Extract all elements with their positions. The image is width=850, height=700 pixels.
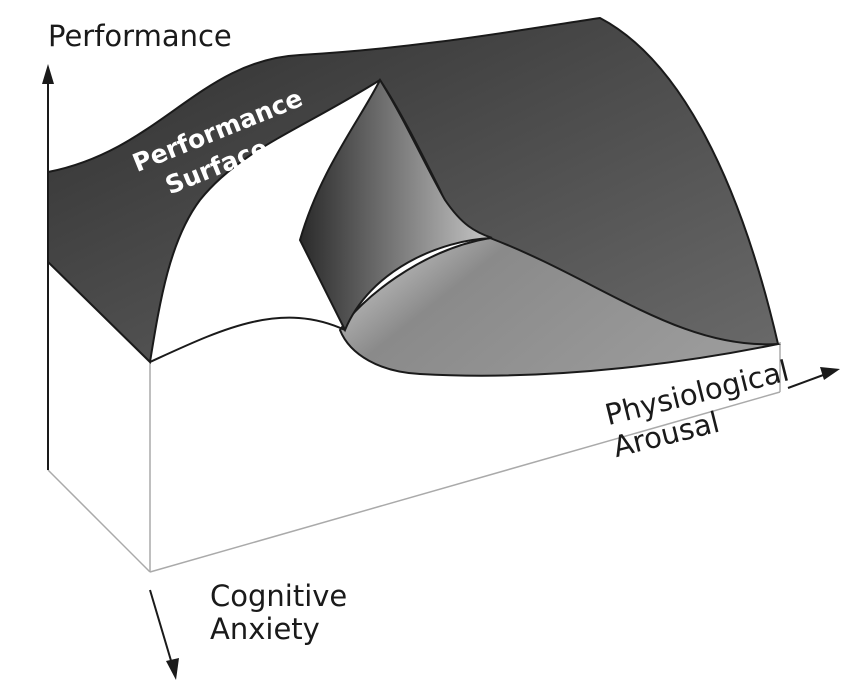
upper-surface-sheet xyxy=(47,16,780,365)
surface-fold xyxy=(298,77,493,333)
anxiety-axis-label-line2: Anxiety xyxy=(210,612,320,647)
performance-axis xyxy=(42,64,54,470)
upper-sheet-front-edge xyxy=(149,316,346,363)
performance-axis-label-text: Performance xyxy=(48,19,232,53)
anxiety-axis xyxy=(149,589,179,680)
performance-arrowhead xyxy=(42,64,54,84)
box-bottom-left-edge xyxy=(47,469,151,573)
anxiety-axis-label: Cognitive Anxiety xyxy=(210,579,348,647)
box-bottom-front-edge xyxy=(149,391,781,573)
performance-axis-label: Performance xyxy=(48,19,232,53)
arousal-axis xyxy=(787,367,840,389)
arousal-arrowhead xyxy=(820,367,840,380)
anxiety-arrowhead xyxy=(166,658,179,680)
anxiety-axis-label-line1: Cognitive xyxy=(210,579,348,613)
